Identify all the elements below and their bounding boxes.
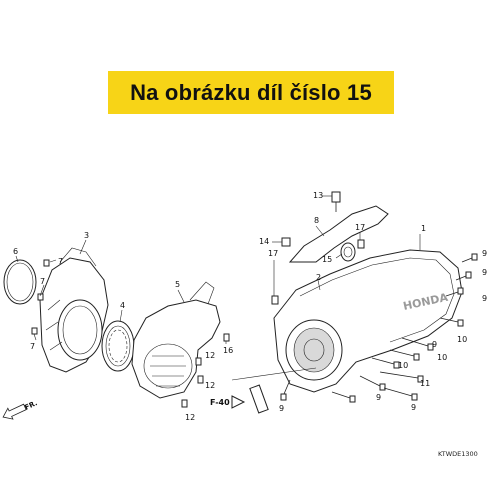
callout-9g: 9 <box>279 404 284 413</box>
part-2-gasket[interactable] <box>285 319 343 381</box>
callout-10c: 10 <box>398 361 408 370</box>
callout-16: 16 <box>223 346 233 355</box>
callout-12a: 12 <box>205 351 215 360</box>
part-8-bracket[interactable] <box>288 205 389 263</box>
bolts-7[interactable] <box>31 259 50 335</box>
callout-9c: 9 <box>482 294 487 303</box>
callout-2: 2 <box>316 273 321 282</box>
callout-7a: 7 <box>58 257 63 266</box>
callout-8: 8 <box>314 216 319 225</box>
bolts-9-10-11[interactable] <box>280 253 478 403</box>
banner-text: Na obrázku díl číslo 15 <box>130 79 372 105</box>
part-6-o-ring[interactable] <box>3 259 37 305</box>
bolts-12-16[interactable] <box>181 333 230 408</box>
callout-9e: 9 <box>376 393 381 402</box>
callout-9f: 9 <box>411 403 416 412</box>
callout-7b: 7 <box>40 277 45 286</box>
part-4-ring[interactable] <box>101 320 135 372</box>
callout-5: 5 <box>175 280 180 289</box>
front-direction-arrow-icon <box>2 403 27 420</box>
callout-6: 6 <box>13 247 18 256</box>
diagram-code: KTWDE1300 <box>438 450 478 458</box>
callout-17a: 17 <box>355 223 365 232</box>
callout-14: 14 <box>259 237 269 246</box>
callout-10b: 10 <box>437 353 447 362</box>
part-15-seal[interactable] <box>340 242 356 262</box>
callout-3: 3 <box>84 231 89 240</box>
callout-12b: 12 <box>205 381 215 390</box>
callout-12c: 12 <box>185 413 195 422</box>
part-13-bolt[interactable] <box>331 191 341 212</box>
callout-7c: 7 <box>30 342 35 351</box>
callout-9b: 9 <box>482 268 487 277</box>
leader-lines <box>15 195 421 344</box>
part-17-dowel-b[interactable] <box>271 295 279 305</box>
reference-f40: F-40 <box>210 398 230 407</box>
part-14-bolt[interactable] <box>281 237 291 247</box>
part-3-fan-housing[interactable] <box>39 247 109 373</box>
part-17-dowel-a[interactable] <box>357 239 365 249</box>
callout-4: 4 <box>120 301 125 310</box>
callout-10a: 10 <box>457 335 467 344</box>
part-5-outer-cover[interactable] <box>131 281 221 399</box>
direction-label: FR. <box>23 399 38 412</box>
callout-1: 1 <box>421 224 426 233</box>
callout-9d: 9 <box>432 340 437 349</box>
callout-15: 15 <box>322 255 332 264</box>
callout-9a: 9 <box>482 249 487 258</box>
f40-pin[interactable] <box>231 367 317 414</box>
callout-17b: 17 <box>268 249 278 258</box>
part-number-banner: Na obrázku díl číslo 15 <box>108 71 394 114</box>
callout-11: 11 <box>420 379 430 388</box>
callout-13: 13 <box>313 191 323 200</box>
